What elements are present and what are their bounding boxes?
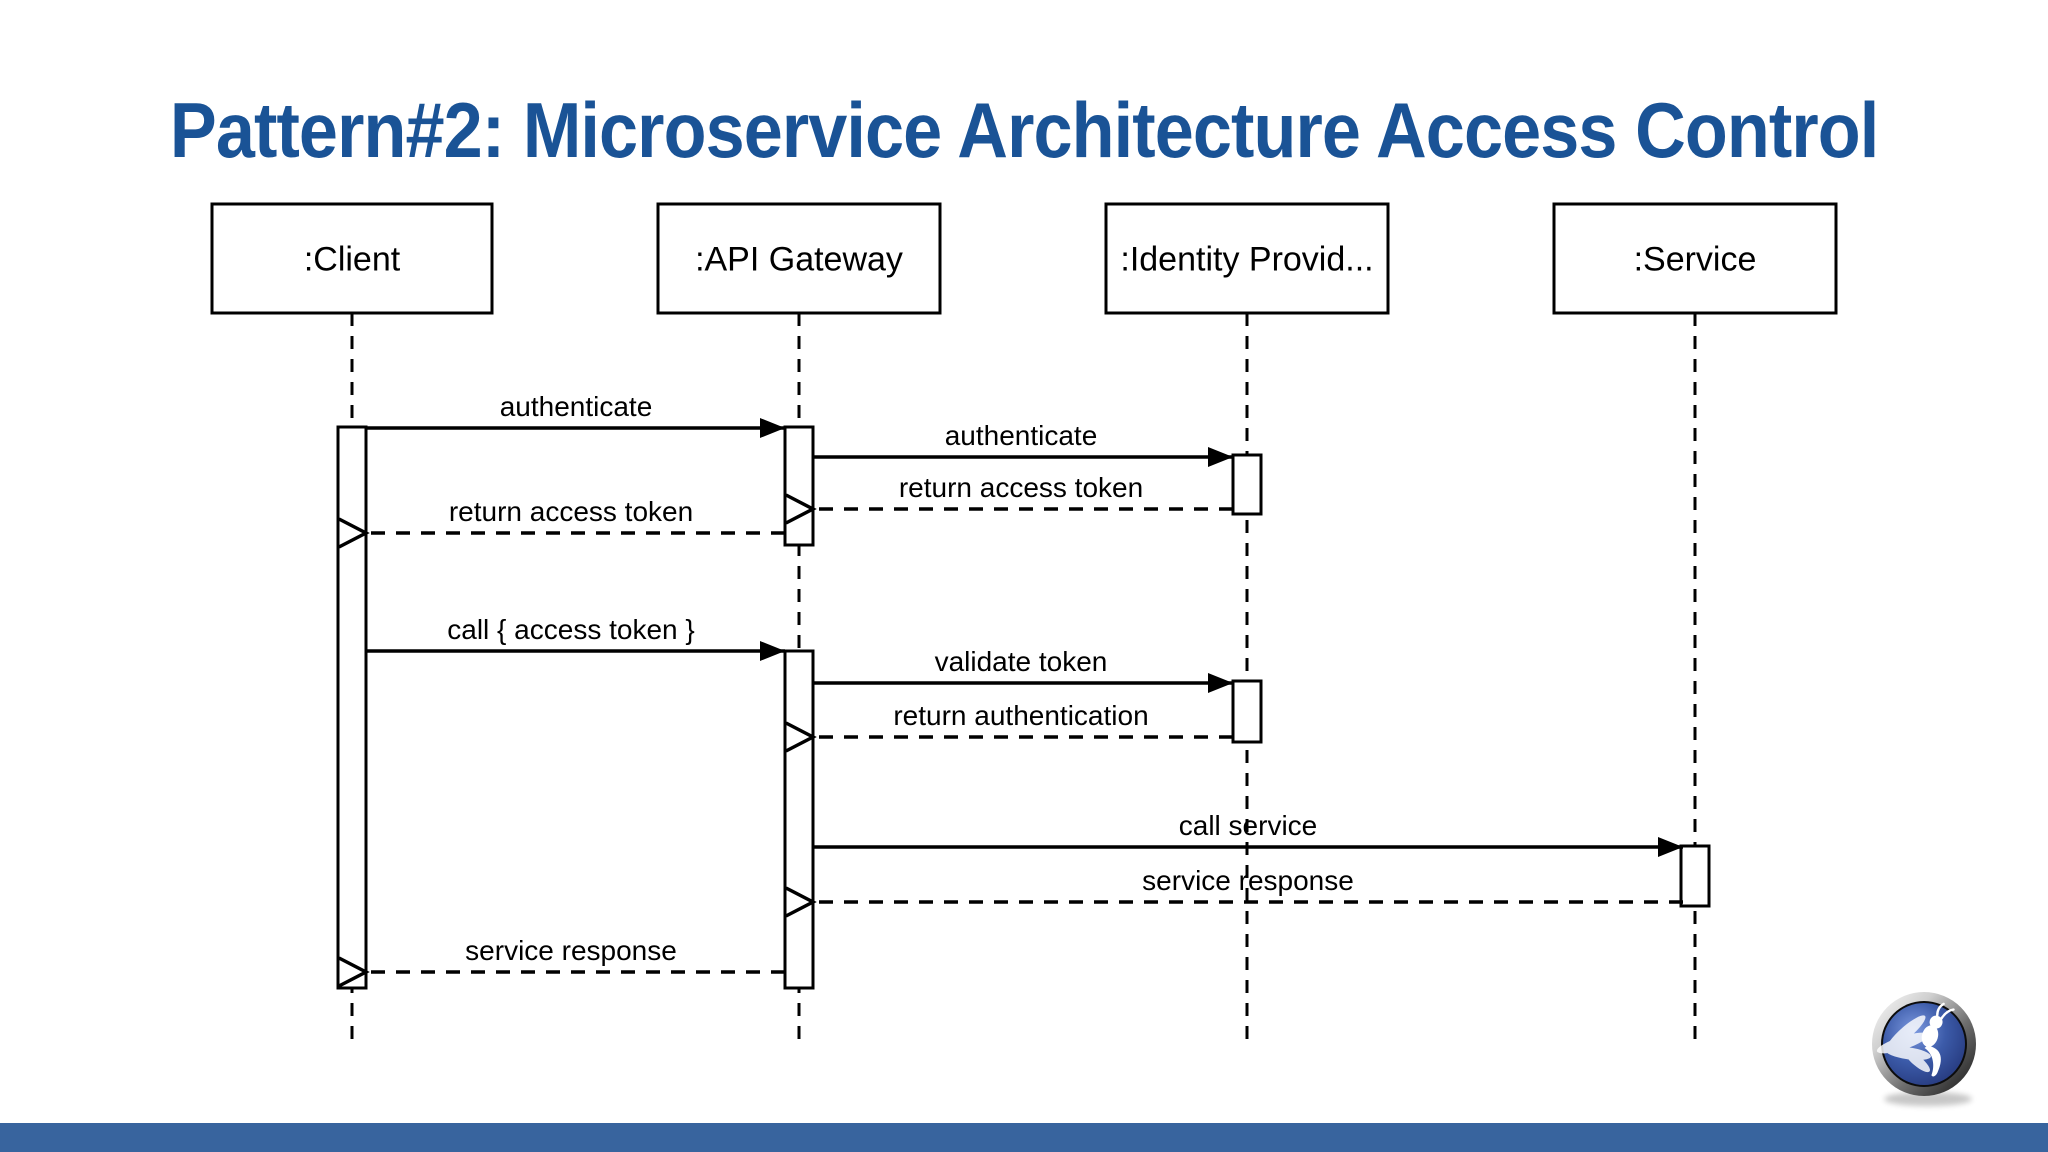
message-label: validate token [935, 646, 1108, 677]
activation-bar [1679, 844, 1711, 908]
actor-label-api-gateway: :API Gateway [695, 241, 903, 279]
actor-box-api-gateway [656, 202, 942, 315]
message-label: return access token [449, 496, 693, 527]
activation-bar [1231, 679, 1263, 744]
message-label: return access token [899, 472, 1143, 503]
page-title: Pattern#2: Microservice Architecture Acc… [169, 86, 1879, 174]
message-label: call service [1179, 810, 1317, 841]
actors-layer: :Client :API Gateway :Identity Provid... :S… [210, 202, 1838, 315]
actor-box-client [210, 202, 494, 315]
message-label: call { access token } [447, 614, 694, 645]
actor-box-identity-provider [1104, 202, 1390, 315]
message-label: return authentication [893, 700, 1148, 731]
title-wrap: Pattern#2: Microservice Architecture Acc… [0, 86, 2048, 174]
actor-label-client: :Client [304, 241, 401, 279]
activation-bar [1231, 453, 1263, 516]
logo-shadow [1884, 1092, 1972, 1106]
activation-bar [783, 649, 815, 990]
actor-label-identity-provider: :Identity Provid... [1120, 241, 1373, 279]
wasp-glyph [1876, 1002, 1955, 1077]
owasp-wasp-logo-icon [1872, 992, 1976, 1106]
message-label: service response [465, 935, 677, 966]
activation-bar [336, 425, 368, 990]
messages-layer: authenticate authenticate return access to… [338, 391, 1683, 988]
message-label: service response [1142, 865, 1354, 896]
actor-box-service [1552, 202, 1838, 315]
activation-bar [783, 425, 815, 547]
message-label: authenticate [945, 420, 1098, 451]
message-label: authenticate [500, 391, 653, 422]
actor-label-service: :Service [1634, 241, 1757, 279]
footer-bar [0, 1123, 2048, 1152]
